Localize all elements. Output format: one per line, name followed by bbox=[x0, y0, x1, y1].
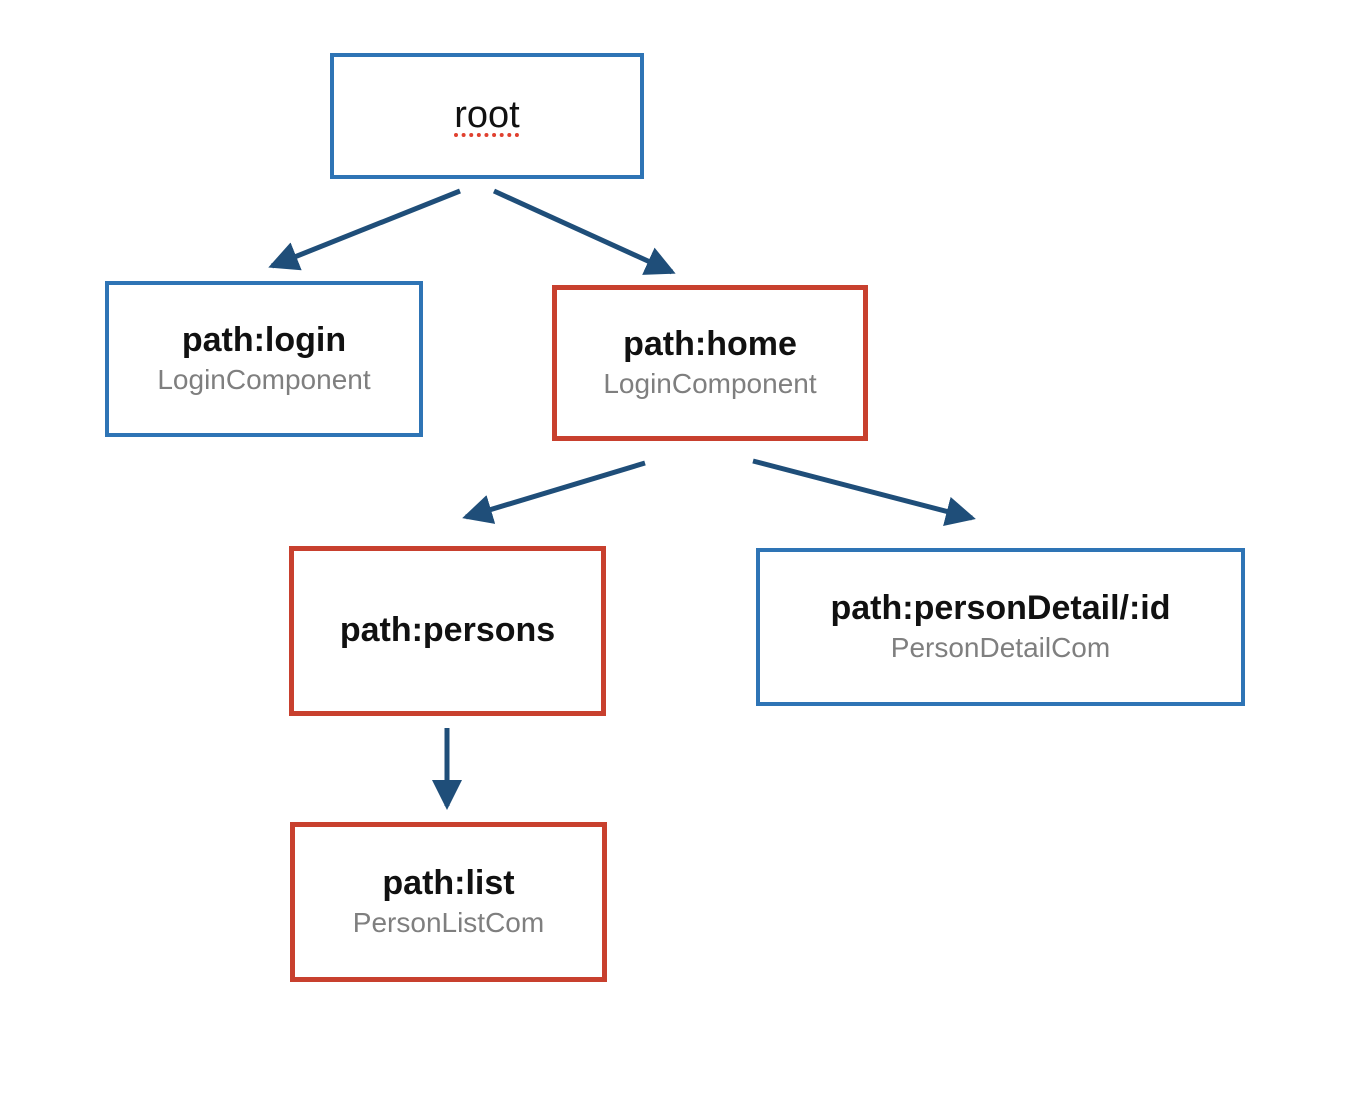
node-path-list: path:list PersonListCom bbox=[290, 822, 607, 982]
node-path-home: path:home LoginComponent bbox=[552, 285, 868, 441]
node-path-persons: path:persons bbox=[289, 546, 606, 716]
node-path-login-title: path:login bbox=[181, 320, 347, 359]
node-path-home-title: path:home bbox=[623, 324, 797, 363]
node-path-persondetail: path:personDetail/:id PersonDetailCom bbox=[756, 548, 1245, 706]
edge-root-login bbox=[268, 188, 461, 271]
node-path-login: path:login LoginComponent bbox=[105, 281, 423, 437]
node-path-list-subtitle: PersonListCom bbox=[352, 907, 545, 939]
node-root: root bbox=[330, 53, 644, 179]
node-path-persons-title: path:persons bbox=[339, 611, 556, 650]
node-path-login-subtitle: LoginComponent bbox=[157, 364, 371, 396]
node-path-persondetail-title: path:personDetail/:id bbox=[830, 588, 1171, 627]
edge-root-home bbox=[492, 188, 676, 275]
node-path-persondetail-subtitle: PersonDetailCom bbox=[890, 632, 1111, 664]
node-path-home-subtitle: LoginComponent bbox=[603, 368, 817, 400]
edge-home-persondetail bbox=[752, 458, 976, 526]
edge-home-persons bbox=[462, 460, 646, 524]
node-root-title: root bbox=[454, 94, 520, 137]
node-path-list-title: path:list bbox=[382, 863, 515, 902]
